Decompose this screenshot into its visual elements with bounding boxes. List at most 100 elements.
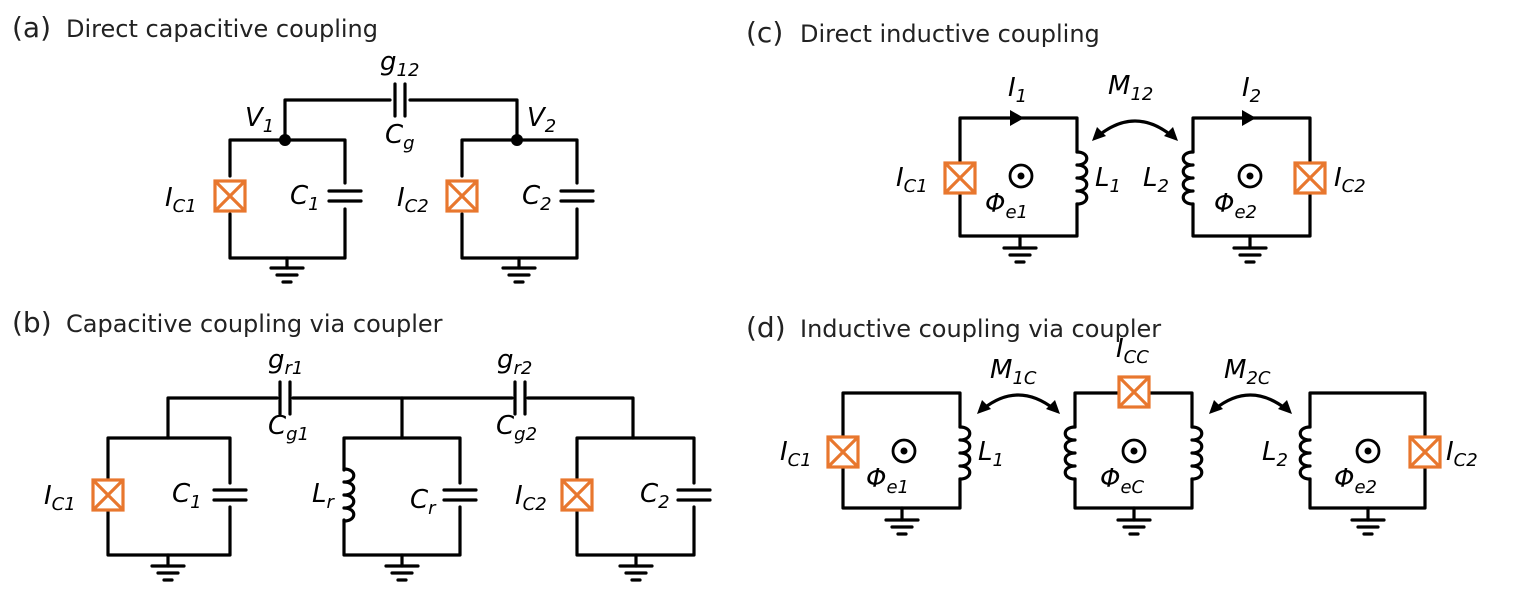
ground-r [384,564,420,582]
label-v1: V1 [245,103,274,137]
ground-1 [1002,246,1038,264]
inductor-l1 [958,425,972,481]
label-v2: V2 [527,103,556,137]
label-m1c: M1C [990,355,1037,389]
coupling-line [283,98,519,142]
label-phi-ec: ΦeC [1100,464,1145,498]
ground-1 [884,518,920,536]
inductor-lr [342,467,356,523]
label-ic2: IC2 [397,183,429,217]
josephson-junction-2 [1408,435,1442,469]
capacitor-c2 [676,488,712,502]
panel-b: (b) Capacitive coupling via coupler gr1 … [12,306,712,582]
current-arrow-2 [1242,110,1256,126]
josephson-junction-coupler [1117,375,1151,409]
capacitor-c2 [559,189,595,203]
node-v1 [279,134,291,146]
inductor-l2 [1181,150,1195,206]
label-m2c: M2C [1224,355,1271,389]
panel-d: (d) Inductive coupling via coupler M1C [746,311,1478,536]
mutual-coupling-arrow [1096,119,1174,138]
panel-b-letter: (b) [12,306,52,339]
capacitor-cg2 [513,380,527,416]
josephson-junction-1 [826,435,860,469]
josephson-junction-2 [445,179,479,213]
ground-2 [1350,518,1386,536]
flux-symbol-2 [1355,438,1381,464]
ground-2 [501,266,537,284]
josephson-junction-2 [1293,161,1327,195]
label-gr2: gr2 [497,345,532,379]
label-l1: L1 [1095,163,1121,197]
capacitor-cr [442,488,478,502]
panel-a-letter: (a) [12,11,51,44]
label-cg: Cg [385,120,415,154]
label-lr: Lr [312,479,336,513]
label-ic1: IC1 [780,437,812,471]
panel-b-title: Capacitive coupling via coupler [66,310,443,338]
josephson-junction-1 [943,161,977,195]
capacitor-c1 [327,189,363,203]
label-gr1: gr1 [268,345,303,379]
label-ic2: IC2 [515,481,547,515]
label-phi-e2: Φe2 [1214,189,1257,223]
coupling-capacitor-cg [393,82,407,118]
qubit1-loop [228,138,347,260]
ground-1 [150,564,186,582]
label-l2: L2 [1143,163,1169,197]
label-i1: I1 [1008,73,1027,107]
label-ic1: IC1 [165,183,197,217]
label-g12: g12 [380,47,419,81]
label-c2: C2 [640,479,670,513]
current-arrow-1 [1010,110,1024,126]
mutual-coupling-arrow-1c [981,393,1056,411]
label-c1: C1 [290,181,320,215]
label-phi-e2: Φe2 [1334,464,1377,498]
coupler-inductor-left [1063,425,1077,481]
inductor-l2 [1298,425,1312,481]
capacitor-c1 [212,488,248,502]
flux-symbol-coupler [1121,438,1147,464]
resonator-loop [342,436,462,557]
node-v2 [511,134,523,146]
label-c1: C1 [172,479,202,513]
josephson-junction-2 [560,478,594,512]
label-ic1: IC1 [896,163,928,197]
ground-coupler [1116,518,1152,536]
flux-symbol-2 [1237,163,1263,189]
panel-a: (a) Direct capacitive coupling g12 Cg V1… [12,11,595,284]
label-ic2: IC2 [1446,437,1478,471]
qubit2-loop [460,138,579,260]
coupler-inductor-right [1190,425,1204,481]
josephson-junction-1 [213,179,247,213]
flux-symbol-1 [891,438,917,464]
label-m12: M12 [1108,71,1153,105]
panel-c-letter: (c) [746,16,783,49]
ground-2 [618,564,654,582]
panel-a-title: Direct capacitive coupling [66,15,378,43]
inductor-l1 [1075,150,1089,206]
qubit1-loop [106,436,232,557]
label-i2: I2 [1242,73,1261,107]
label-icc: ICC [1116,334,1149,368]
qubit2-loop [575,436,696,557]
panel-d-letter: (d) [746,311,786,344]
label-cg1: Cg1 [268,411,309,445]
panel-c: (c) Direct inductive coupling I1 I2 M12 … [746,16,1366,264]
mutual-coupling-arrow-2c [1213,393,1288,411]
panel-d-title: Inductive coupling via coupler [800,315,1161,343]
label-cg2: Cg2 [496,411,537,445]
panel-c-title: Direct inductive coupling [800,20,1100,48]
capacitor-cg1 [278,380,292,416]
label-cr: Cr [410,485,437,519]
ground-2 [1232,246,1268,264]
label-l1: L1 [978,437,1004,471]
label-phi-e1: Φe1 [985,189,1028,223]
josephson-junction-1 [91,478,125,512]
ground-1 [269,266,305,284]
label-l2: L2 [1262,437,1288,471]
label-phi-e1: Φe1 [866,464,909,498]
label-ic2: IC2 [1334,163,1366,197]
label-ic1: IC1 [44,481,76,515]
